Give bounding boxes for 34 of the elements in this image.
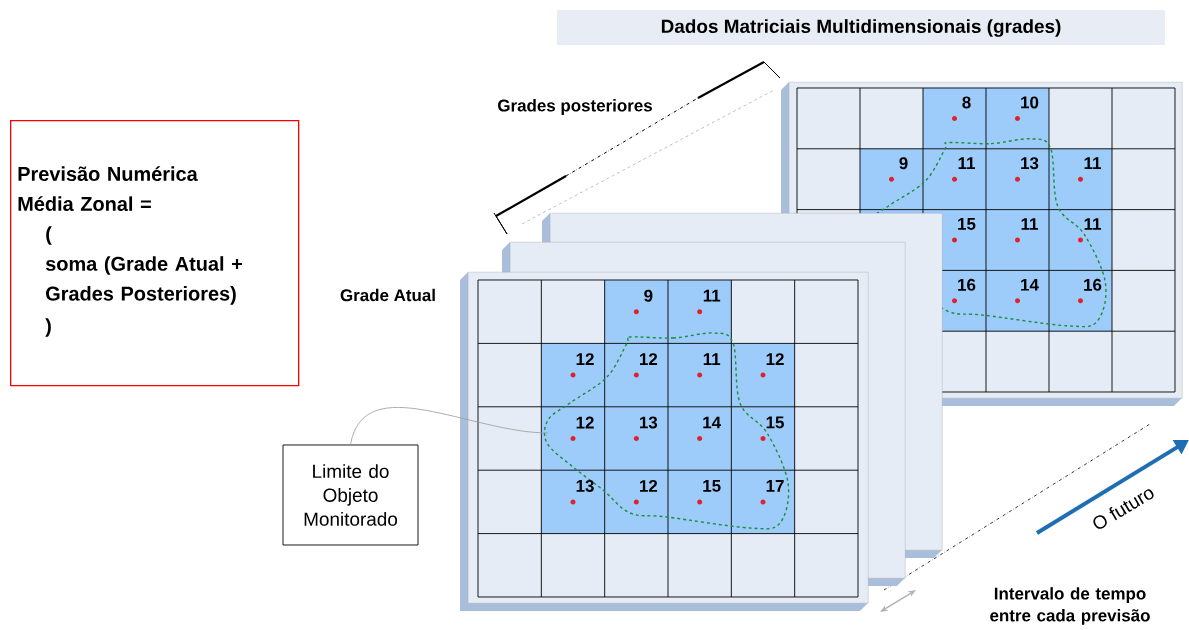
grid-label: Grades posteriores bbox=[498, 99, 652, 115]
cell-value: 15 bbox=[958, 218, 976, 230]
cell-value: 9 bbox=[644, 289, 653, 302]
title-band: Dados Matriciais Multidimensionais (grades) bbox=[557, 10, 1165, 45]
cell-value: 12 bbox=[640, 480, 658, 492]
cell-value: 12 bbox=[766, 353, 784, 365]
cell-value: 11 bbox=[1021, 218, 1038, 230]
cell-value: 15 bbox=[703, 480, 721, 492]
interval-label: Intervalo de tempo entre cada previsão bbox=[990, 587, 1150, 625]
cell-value: 13 bbox=[640, 416, 658, 429]
cell-value: 10 bbox=[1021, 96, 1039, 109]
cell-value: 11 bbox=[703, 353, 721, 365]
cell-value: 12 bbox=[640, 353, 658, 365]
leader-line bbox=[350, 407, 549, 445]
cell-value: 11 bbox=[958, 157, 975, 169]
cell-value: 12 bbox=[576, 416, 594, 429]
cell-value: 16 bbox=[1084, 278, 1102, 291]
cell-value: 9 bbox=[899, 157, 908, 170]
cell-value: 17 bbox=[766, 480, 784, 492]
formula-box: Previsão Numérica Média Zonal = ( soma (Grade Atual + Grades Posteriores) ) bbox=[10, 120, 300, 387]
cell-value: 14 bbox=[1021, 278, 1039, 291]
cell-value: 13 bbox=[576, 479, 594, 492]
direction-label: O futuro bbox=[1093, 489, 1154, 529]
cell-value: 11 bbox=[1084, 157, 1101, 169]
cell-value: 11 bbox=[703, 289, 721, 302]
grid-label: Grade Atual bbox=[340, 288, 435, 302]
cell-value: 13 bbox=[1021, 157, 1039, 170]
cell-value: 16 bbox=[958, 278, 976, 291]
cell-value: 8 bbox=[962, 96, 971, 109]
cell-value: 15 bbox=[766, 416, 784, 429]
cell-value: 14 bbox=[703, 416, 721, 429]
cell-value: 12 bbox=[576, 353, 594, 365]
cell-value: 11 bbox=[1084, 218, 1101, 230]
callout-box: Limite do Objeto Monitorado bbox=[282, 444, 419, 546]
